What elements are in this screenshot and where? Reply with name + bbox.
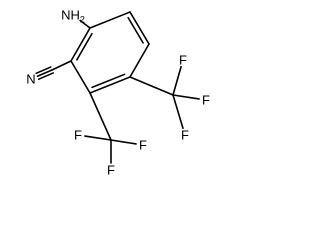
bond-c_nitrile-n_nitrile-b [37, 72, 55, 80]
atom-label-f_b2: F [139, 138, 147, 153]
bond-c5-c_cf3_b [89, 92, 112, 141]
atom-label-f_b3: F [107, 163, 115, 178]
bond-c4-c_cf3_a [129, 76, 174, 96]
bond-c_cf3_a-f_a3 [172, 94, 184, 130]
bond-c4-c5-inner [91, 73, 126, 89]
bond-c_cf3_b-f_b2 [110, 139, 137, 145]
atom-label-n_amine: NH2 [61, 8, 85, 25]
bond-c6-c1 [70, 27, 91, 62]
bond-c2-c3-inner [127, 16, 144, 44]
bond-c_cf3_b-f_b1 [84, 135, 112, 141]
bond-c5-c6 [70, 60, 91, 94]
bond-c2-c3 [129, 11, 150, 45]
atom-label-f_a3: F [181, 128, 189, 143]
atom-label-n_nitrile: N [26, 72, 35, 87]
bond-c_nitrile-n_nitrile [36, 69, 53, 78]
atom-label-f_b1: F [74, 128, 82, 143]
bond-c3-c4 [129, 43, 150, 78]
bond-c1-n_amine [79, 19, 91, 29]
bond-c6-c_nitrile [51, 60, 72, 71]
bond-c_cf3_a-f_a2 [172, 94, 200, 100]
bond-c6-c1-inner [76, 32, 93, 61]
atom-label-f_a1: F [179, 53, 187, 68]
bond-c4-c5 [89, 76, 131, 94]
bond-c_nitrile-n_nitrile-a [35, 66, 52, 75]
bond-c_cf3_a-f_a1 [172, 65, 182, 96]
atom-label-f_a2: F [202, 93, 210, 108]
bond-c1-c2 [89, 11, 131, 29]
